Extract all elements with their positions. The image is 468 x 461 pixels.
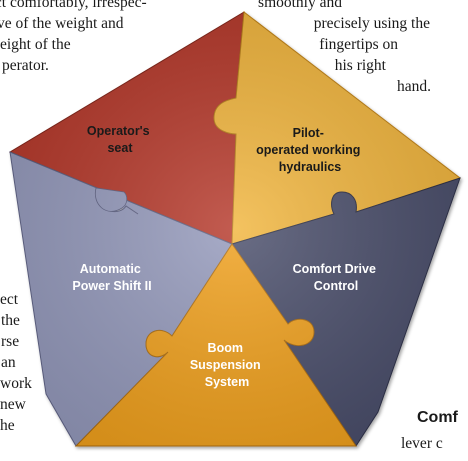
label-line: Control — [314, 279, 358, 293]
label-line: Power Shift II — [72, 279, 151, 293]
label-line: Boom — [208, 341, 243, 355]
label-line: Pilot- — [293, 126, 324, 140]
label-line: Operator's — [87, 124, 150, 138]
label-line: seat — [107, 141, 133, 155]
label-line: Comfort Drive — [293, 262, 376, 276]
label-line: System — [205, 375, 249, 389]
label-line: operated working — [256, 143, 360, 157]
label-line: Suspension — [190, 358, 261, 372]
label-line: Automatic — [80, 262, 141, 276]
label-line: hydraulics — [279, 160, 342, 174]
